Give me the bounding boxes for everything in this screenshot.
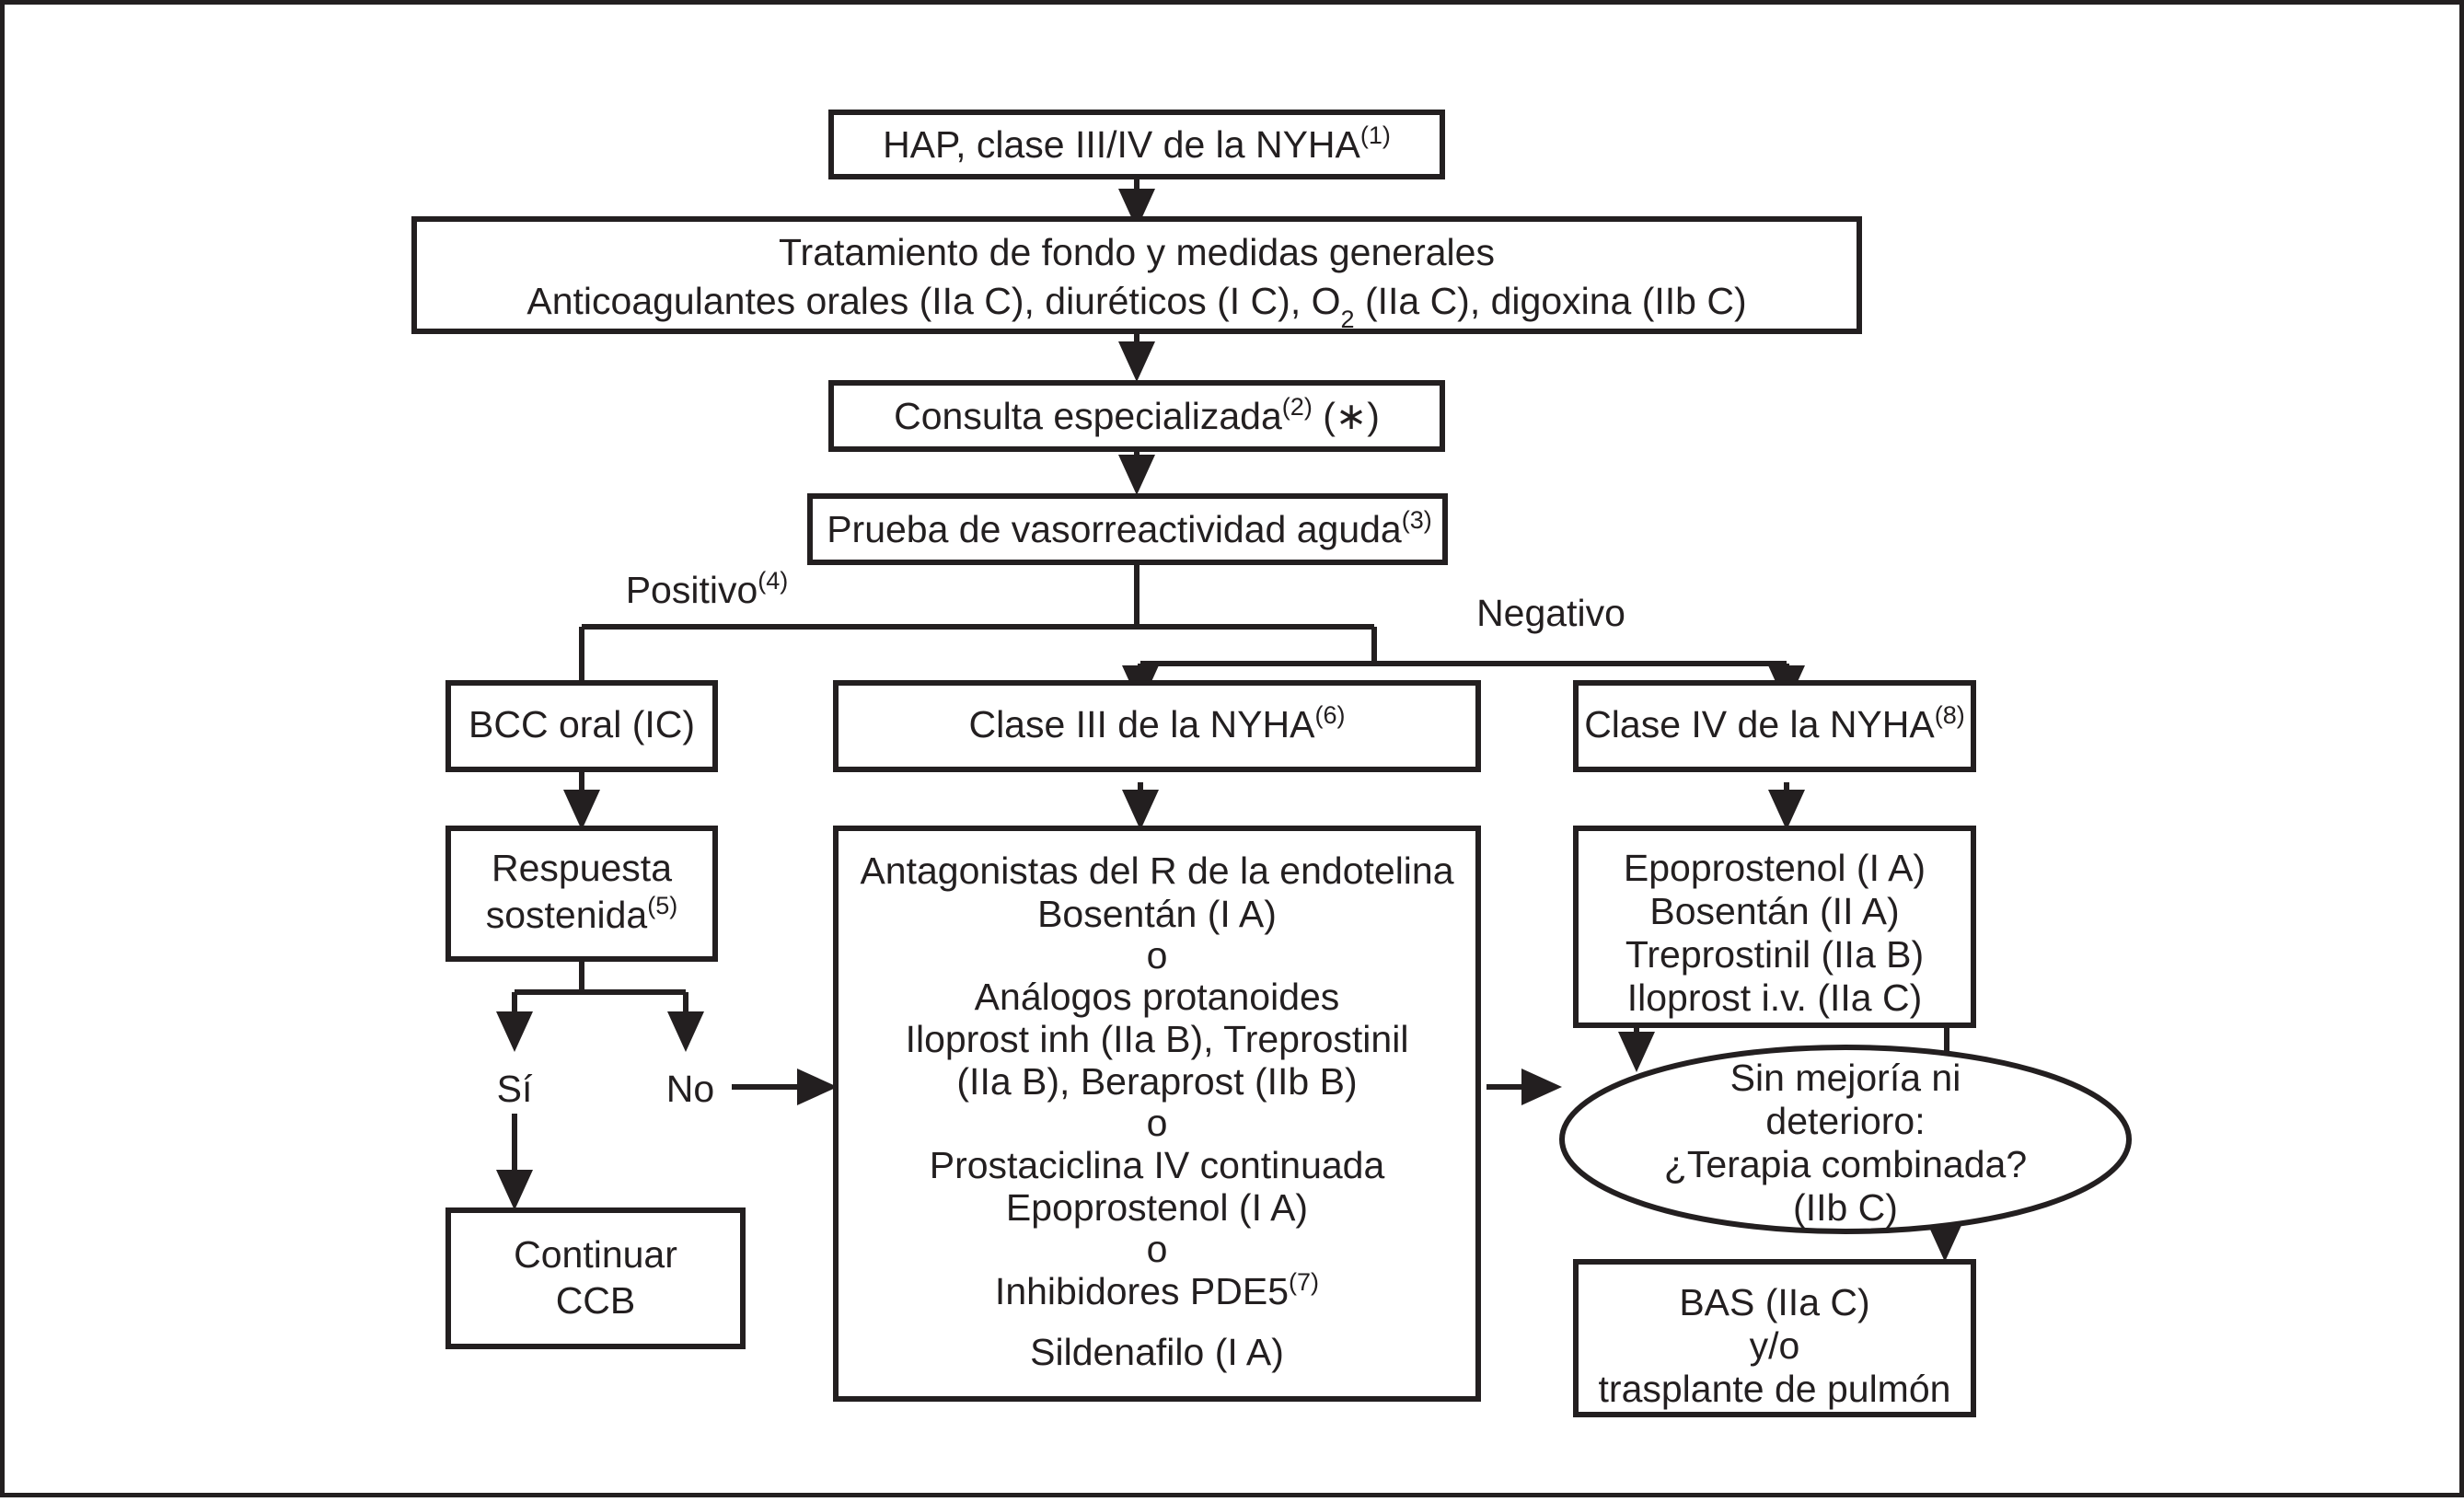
node-continuar-line2: CCB bbox=[556, 1279, 636, 1322]
node-hap-label: HAP, clase III/IV de la NYHA(1) bbox=[883, 121, 1391, 166]
node-terapias3-line9: Epoprostenol (I A) bbox=[1006, 1186, 1308, 1229]
arrowhead-si-continuar bbox=[496, 1170, 533, 1210]
arrowhead-tratamiento-consulta bbox=[1118, 341, 1155, 382]
node-terapias4-box[interactable] bbox=[1573, 826, 1976, 1028]
node-tratamiento-line1: Tratamiento de fondo y medidas generales bbox=[779, 231, 1495, 273]
arrowhead-bcc-respuesta bbox=[563, 790, 600, 830]
node-terapias3-line6: (IIa B), Beraprost (IIb B) bbox=[956, 1060, 1357, 1103]
node-sin-mejoria-line2: deterioro: bbox=[1765, 1100, 1925, 1142]
arrowhead-clase3-terapias bbox=[1122, 790, 1159, 830]
node-terapias3-line2: Bosentán (I A) bbox=[1037, 893, 1277, 935]
node-clase4-box[interactable] bbox=[1573, 680, 1976, 772]
node-bas-line1: BAS (IIa C) bbox=[1679, 1281, 1869, 1323]
node-terapias3-line5: Iloprost inh (IIa B), Treprostinil bbox=[906, 1018, 1409, 1060]
node-terapias4-line2: Bosentán (II A) bbox=[1649, 890, 1899, 932]
node-prueba-label: Prueba de vasorreactividad aguda(3) bbox=[827, 506, 1432, 550]
node-respuesta-line1: Respuesta bbox=[492, 847, 672, 889]
node-terapias3-line1: Antagonistas del R de la endotelina bbox=[860, 849, 1453, 892]
node-layer bbox=[411, 110, 2132, 1417]
node-clase3-box[interactable] bbox=[833, 680, 1481, 772]
text-layer: HAP, clase III/IV de la NYHA(1) Tratamie… bbox=[469, 121, 2027, 1410]
node-prueba-box[interactable] bbox=[807, 493, 1448, 565]
arrowhead-clase4-terapias bbox=[1768, 790, 1805, 830]
node-continuar-box[interactable] bbox=[445, 1207, 746, 1349]
edge-label-no: No bbox=[666, 1068, 714, 1110]
node-hap-box[interactable] bbox=[828, 110, 1445, 179]
node-bas-line2: y/o bbox=[1750, 1324, 1800, 1367]
edge-label-negativo: Negativo bbox=[1476, 592, 1625, 634]
node-continuar-line1: Continuar bbox=[514, 1233, 677, 1276]
node-tratamiento-box[interactable] bbox=[411, 216, 1862, 334]
node-consulta-label: Consulta especializada(2) (∗) bbox=[894, 393, 1380, 437]
node-terapias3-box[interactable] bbox=[833, 826, 1481, 1402]
node-terapias3-line10: o bbox=[1147, 1228, 1168, 1270]
node-sin-mejoria-line4: (IIb C) bbox=[1793, 1186, 1898, 1229]
edge-label-si: Sí bbox=[497, 1068, 533, 1110]
arrowhead-no-terapias bbox=[797, 1069, 838, 1105]
arrowhead-consulta-prueba bbox=[1118, 455, 1155, 495]
node-bcc-label: BCC oral (IC) bbox=[469, 703, 695, 745]
node-terapias3-line8: Prostaciclina IV continuada bbox=[930, 1144, 1385, 1186]
node-respuesta-line2: sostenida(5) bbox=[486, 892, 678, 936]
arrowhead-ellipse-bas bbox=[1926, 1221, 1963, 1262]
node-terapias3-line7: o bbox=[1147, 1102, 1168, 1144]
node-terapias3-line3: o bbox=[1147, 934, 1168, 976]
node-terapias4-line4: Iloprost i.v. (IIa C) bbox=[1627, 976, 1922, 1019]
arrowhead-terapias4-ellipse bbox=[1618, 1032, 1655, 1072]
connector-layer bbox=[496, 175, 1963, 1262]
node-clase4-label: Clase IV de la NYHA(8) bbox=[1584, 701, 1965, 745]
node-sin-mejoria-line3: ¿Terapia combinada? bbox=[1664, 1143, 2027, 1185]
node-terapias4-line1: Epoprostenol (I A) bbox=[1624, 847, 1926, 889]
arrowhead-no bbox=[667, 1011, 704, 1052]
node-clase3-label: Clase III de la NYHA(6) bbox=[968, 701, 1345, 745]
arrowhead-terapias3-ellipse bbox=[1521, 1069, 1562, 1105]
node-terapias3-line11: Inhibidores PDE5(7) bbox=[995, 1268, 1319, 1312]
node-consulta-box[interactable] bbox=[828, 380, 1445, 452]
flowchart-svg: HAP, clase III/IV de la NYHA(1) Tratamie… bbox=[411, 110, 2132, 1417]
node-bas-line3: trasplante de pulmón bbox=[1599, 1368, 1951, 1410]
node-terapias3-line13: Sildenafilo (I A) bbox=[1030, 1331, 1284, 1373]
node-bas-box[interactable] bbox=[1573, 1259, 1976, 1417]
node-sin-mejoria-line1: Sin mejoría ni bbox=[1730, 1057, 1961, 1099]
node-bcc-box[interactable] bbox=[445, 680, 718, 772]
node-respuesta-box[interactable] bbox=[445, 826, 718, 962]
node-tratamiento-line2: Anticoagulantes orales (IIa C), diurétic… bbox=[526, 280, 1746, 333]
edge-label-positivo: Positivo(4) bbox=[626, 567, 789, 611]
node-terapias3-line4: Análogos protanoides bbox=[975, 976, 1340, 1018]
node-terapias4-line3: Treprostinil (IIa B) bbox=[1625, 933, 1924, 976]
arrowhead-hap-tratamiento bbox=[1118, 189, 1155, 229]
node-sin-mejoria-ellipse[interactable] bbox=[1559, 1045, 2132, 1234]
arrowhead-si bbox=[496, 1011, 533, 1052]
